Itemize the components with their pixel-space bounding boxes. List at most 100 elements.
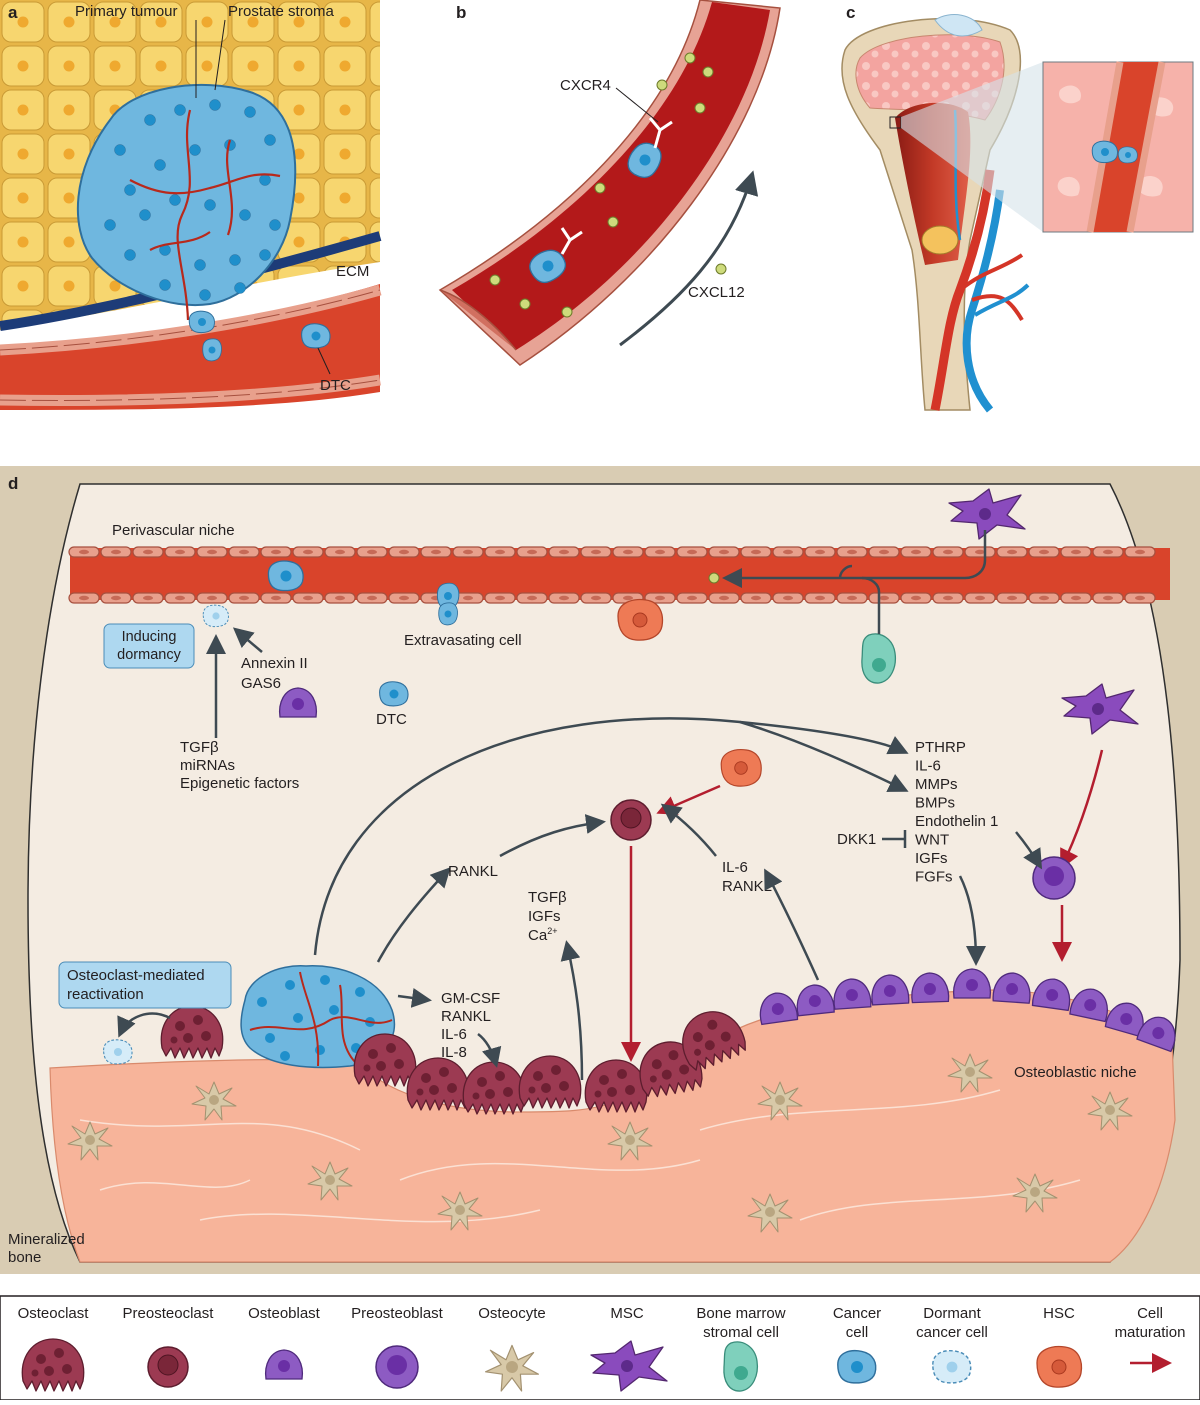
label-il8: IL-8: [441, 1044, 467, 1061]
legend-item-msc: MSC: [590, 1305, 668, 1392]
right-factor-label: BMPs: [915, 795, 955, 812]
tumour-in-bone: [240, 965, 396, 1069]
endothelial-cell: [292, 592, 324, 604]
label-epigenetic: Epigenetic factors: [180, 775, 299, 792]
panel-b: b CXCR4 CXCL12: [438, 0, 781, 366]
label-tgfb-2: TGFβ: [528, 889, 567, 906]
tumour-cell-nucleus: [194, 259, 206, 271]
cxcl12-dot: [702, 66, 714, 78]
label-rankl-left: RANKL: [448, 863, 498, 880]
cxcl12-molecules: [489, 52, 714, 318]
cxcl12-dot: [684, 52, 696, 64]
endothelial-cell: [548, 592, 580, 604]
tumour-cell-nucleus: [239, 209, 251, 221]
tumour-cell-nucleus: [204, 199, 216, 211]
tumour-cell-nucleus: [199, 289, 211, 301]
endothelial-cell: [388, 546, 420, 558]
zoom-projection: [901, 62, 1043, 232]
label-ca: Ca2+: [528, 926, 557, 944]
cxcr4-receptor: [648, 117, 673, 149]
tumour-cell-nucleus: [124, 184, 136, 196]
label-rankl-2: RANKL: [441, 1008, 491, 1025]
inset-extravasating-cell: [1091, 140, 1118, 164]
endothelial-cell: [324, 546, 356, 558]
legend-label: Cancer: [833, 1305, 881, 1322]
endothelial-cell: [132, 546, 164, 558]
tumour-vasculature: [129, 109, 281, 321]
endothelial-cell: [324, 592, 356, 604]
endothelial-cell: [740, 592, 772, 604]
legend-label: Osteoblast: [248, 1305, 321, 1322]
endothelial-cell: [772, 546, 804, 558]
preosteoclast-icon: [147, 1346, 189, 1388]
cartilage-cap: [934, 14, 983, 37]
endothelial-cell: [100, 592, 132, 604]
endothelial-cell: [1060, 592, 1092, 604]
right-factor-label: IGFs: [915, 850, 948, 867]
endothelial-cell: [132, 592, 164, 604]
dtc-marrow: [379, 681, 409, 707]
cxcl12-molecule: [708, 572, 720, 584]
panel-a-letter: a: [8, 3, 18, 22]
tumour-cell-nucleus: [320, 975, 330, 985]
tumour-cell-nucleus: [209, 99, 221, 111]
endothelial-cell: [836, 592, 868, 604]
legend-label: Osteocyte: [478, 1305, 546, 1322]
label-mineralized: Mineralized: [8, 1231, 85, 1248]
endothelial-cell: [292, 546, 324, 558]
label-bone: bone: [8, 1249, 41, 1266]
tumour-to-factors-arrow-1: [313, 717, 909, 956]
label-primary-tumour: Primary tumour: [75, 3, 178, 20]
intravasating-cell: [188, 310, 215, 334]
endothelial-cell: [804, 546, 836, 558]
reactivation-box: [58, 961, 232, 1009]
endothelial-cell: [516, 546, 548, 558]
endothelial-cell: [676, 592, 708, 604]
endothelial-cell: [484, 592, 516, 604]
annexin-arrow: [232, 627, 263, 653]
endothelial-cell: [676, 546, 708, 558]
endothelial-cell: [228, 546, 260, 558]
endothelial-cell: [68, 592, 100, 604]
right-factor-label: IL-6: [915, 758, 941, 775]
hsc-icon: [1036, 1345, 1083, 1388]
inducing-dormancy-box: [103, 623, 195, 669]
tumour-cells: [104, 99, 281, 301]
dormant-cancer-cell-icon: [932, 1349, 972, 1384]
endothelial-cell: [196, 546, 228, 558]
tumour-cell-nucleus: [329, 1005, 339, 1015]
factors-to-preosteoblast-arrow: [1015, 831, 1043, 870]
legend-label: HSC: [1043, 1305, 1075, 1322]
endothelial-cell: [772, 592, 804, 604]
label-osteoblastic-niche: Osteoblastic niche: [1014, 1064, 1137, 1081]
endothelial-cell: [868, 592, 900, 604]
label-dtc-d: DTC: [376, 711, 407, 728]
legend-box: [0, 1295, 1200, 1401]
right-factor-label: FGFs: [915, 869, 953, 886]
endothelial-cell: [836, 546, 868, 558]
endothelial-cell: [1092, 592, 1124, 604]
endothelial-cell: [1092, 546, 1124, 558]
endothelial-cell: [196, 592, 228, 604]
tumour-cell-nucleus: [355, 987, 365, 997]
endothelial-cell: [804, 592, 836, 604]
tumour-cell-nucleus: [293, 1013, 303, 1023]
hsc-perivascular: [617, 598, 664, 641]
label-dtc-a: DTC: [320, 377, 351, 394]
tumour-cell-nucleus: [174, 104, 186, 116]
tumour-rankl-arrow: [376, 867, 451, 963]
preosteoblast-icon: [375, 1345, 419, 1389]
legend-label: Osteoclast: [18, 1305, 90, 1322]
tumour-to-factors-arrow-2: [739, 720, 909, 792]
endothelial-cell: [932, 592, 964, 604]
endothelial-cell: [964, 592, 996, 604]
reactivation-line2: reactivation: [67, 986, 144, 1003]
endothelial-cell: [1028, 546, 1060, 558]
dtc-cell: [301, 323, 331, 349]
tumour-gmcsf-arrow: [397, 987, 432, 1008]
panel-d-letter: d: [8, 474, 18, 493]
tumour-cell-nucleus: [315, 1045, 325, 1055]
tumour-cell-nucleus: [154, 159, 166, 171]
